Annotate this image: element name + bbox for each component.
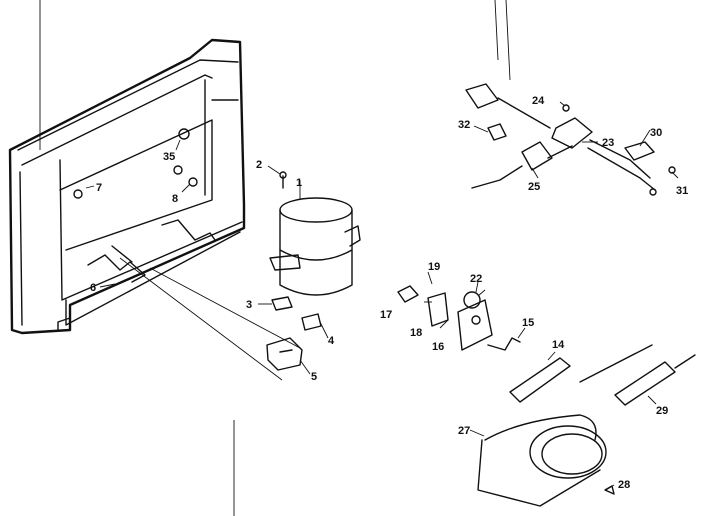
callout-7: 7 [96,182,102,194]
relay-overload-assembly [397,285,521,351]
callout-29: 29 [656,405,668,417]
callout-4: 4 [328,335,335,347]
compressor [269,180,361,296]
callout-25: 25 [528,181,540,193]
callout-35: 35 [163,151,175,163]
power-cord-assembly [465,83,676,196]
cabinet-frame [8,38,301,381]
callout-5: 5 [311,371,317,383]
callout-2: 2 [256,159,262,171]
callout-3: 3 [246,299,252,311]
capillary-tube-parts [477,344,696,507]
callout-8: 8 [172,193,178,205]
callout-16: 16 [432,341,444,353]
leader-lines [85,101,679,491]
callout-23: 23 [602,137,614,149]
callout-14: 14 [552,339,565,351]
callout-labels: 1 2 3 4 5 6 7 8 35 14 15 16 17 18 19 22 … [90,95,688,491]
callout-28: 28 [618,479,630,491]
callout-30: 30 [650,127,662,139]
background-lines [39,0,511,516]
callout-32: 32 [458,119,470,131]
callout-19: 19 [428,261,440,273]
callout-1: 1 [296,177,302,189]
callout-24: 24 [532,95,545,107]
callout-18: 18 [410,327,422,339]
callout-6: 6 [90,282,96,294]
mounting-parts [266,296,322,371]
callout-15: 15 [522,317,534,329]
callout-22: 22 [470,273,482,285]
callout-27: 27 [458,425,470,437]
callout-31: 31 [676,185,688,197]
screw-2 [279,171,287,189]
callout-17: 17 [380,309,392,321]
